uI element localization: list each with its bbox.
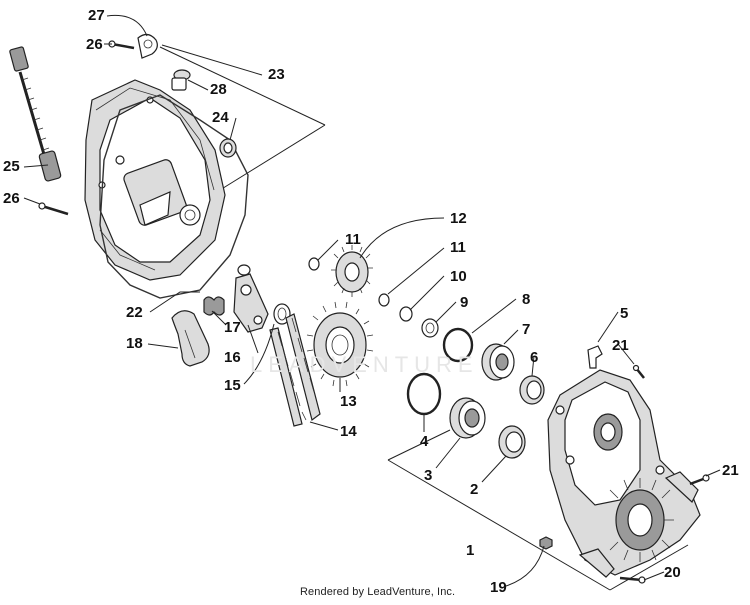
callout-1: 1: [466, 542, 474, 559]
callout-4: 4: [420, 433, 429, 450]
callout-14: 14: [340, 423, 357, 440]
watermark: LEADVENTURE: [250, 352, 479, 377]
drive-sprocket-small: [331, 245, 373, 297]
o-ring-8: [442, 327, 474, 363]
bearing-3: [449, 397, 486, 439]
seal-6: [519, 375, 545, 405]
tensioner-arm: [233, 264, 269, 333]
screw-left: [38, 202, 69, 216]
callout-20: 20: [664, 564, 681, 581]
washer-10: [399, 306, 413, 322]
callout-2: 2: [470, 481, 478, 498]
cover-gasket: [99, 94, 249, 299]
snap-ring-upper: [308, 257, 320, 271]
chain-slider: [171, 310, 210, 367]
callout-12: 12: [450, 210, 467, 227]
screw-top: [108, 40, 135, 50]
callout-27: 27: [88, 7, 105, 24]
callout-13: 13: [340, 393, 357, 410]
callout-10: 10: [450, 268, 467, 285]
tensioner-spring: [203, 296, 225, 316]
breather-fitting: [587, 345, 603, 369]
leader-lines: [23, 14, 721, 587]
callout-9: 9: [460, 294, 468, 311]
callout-11-upper: 11: [345, 231, 361, 248]
seal-bushing: [219, 138, 237, 158]
chaincase-cover: [84, 79, 226, 281]
nut-19: [539, 536, 553, 550]
washer-9: [421, 318, 439, 338]
callout-16: 16: [224, 349, 241, 366]
callout-7: 7: [522, 321, 530, 338]
callout-26-top: 26: [86, 36, 103, 53]
callout-24: 24: [212, 109, 229, 126]
seal-2: [498, 425, 526, 459]
screw-21-upper: [632, 364, 645, 379]
screw-20: [619, 576, 646, 584]
callout-26-left: 26: [3, 190, 20, 207]
callout-23: 23: [268, 66, 285, 83]
chain-tension-dipstick: [9, 46, 62, 182]
callout-22: 22: [126, 304, 143, 321]
callout-18: 18: [126, 335, 143, 352]
o-ring-4: [406, 372, 442, 416]
snap-ring-mid: [378, 293, 390, 307]
screw-21-lower: [689, 474, 710, 486]
callout-3: 3: [424, 467, 432, 484]
hose-clip: [137, 33, 158, 59]
drive-chain: [269, 313, 321, 427]
assembly-bracket-1: [387, 429, 689, 591]
callout-11-right: 11: [450, 239, 466, 256]
bearing-7: [481, 343, 515, 381]
callout-21-lower: 21: [722, 462, 739, 479]
breather-plug: [171, 69, 191, 91]
chaincase-housing: [547, 369, 701, 578]
driven-sprocket-large: [306, 301, 374, 387]
assembly-bracket-23: [159, 46, 326, 191]
callout-5: 5: [620, 305, 628, 322]
callout-8: 8: [522, 291, 530, 308]
footer-credit: Rendered by LeadVenture, Inc.: [300, 586, 456, 598]
callout-25: 25: [3, 158, 20, 175]
callout-17: 17: [224, 319, 241, 336]
callout-6: 6: [530, 349, 538, 366]
callout-19: 19: [490, 579, 507, 596]
callout-15: 15: [224, 377, 241, 394]
callout-28: 28: [210, 81, 227, 98]
callout-21-upper: 21: [612, 337, 629, 354]
